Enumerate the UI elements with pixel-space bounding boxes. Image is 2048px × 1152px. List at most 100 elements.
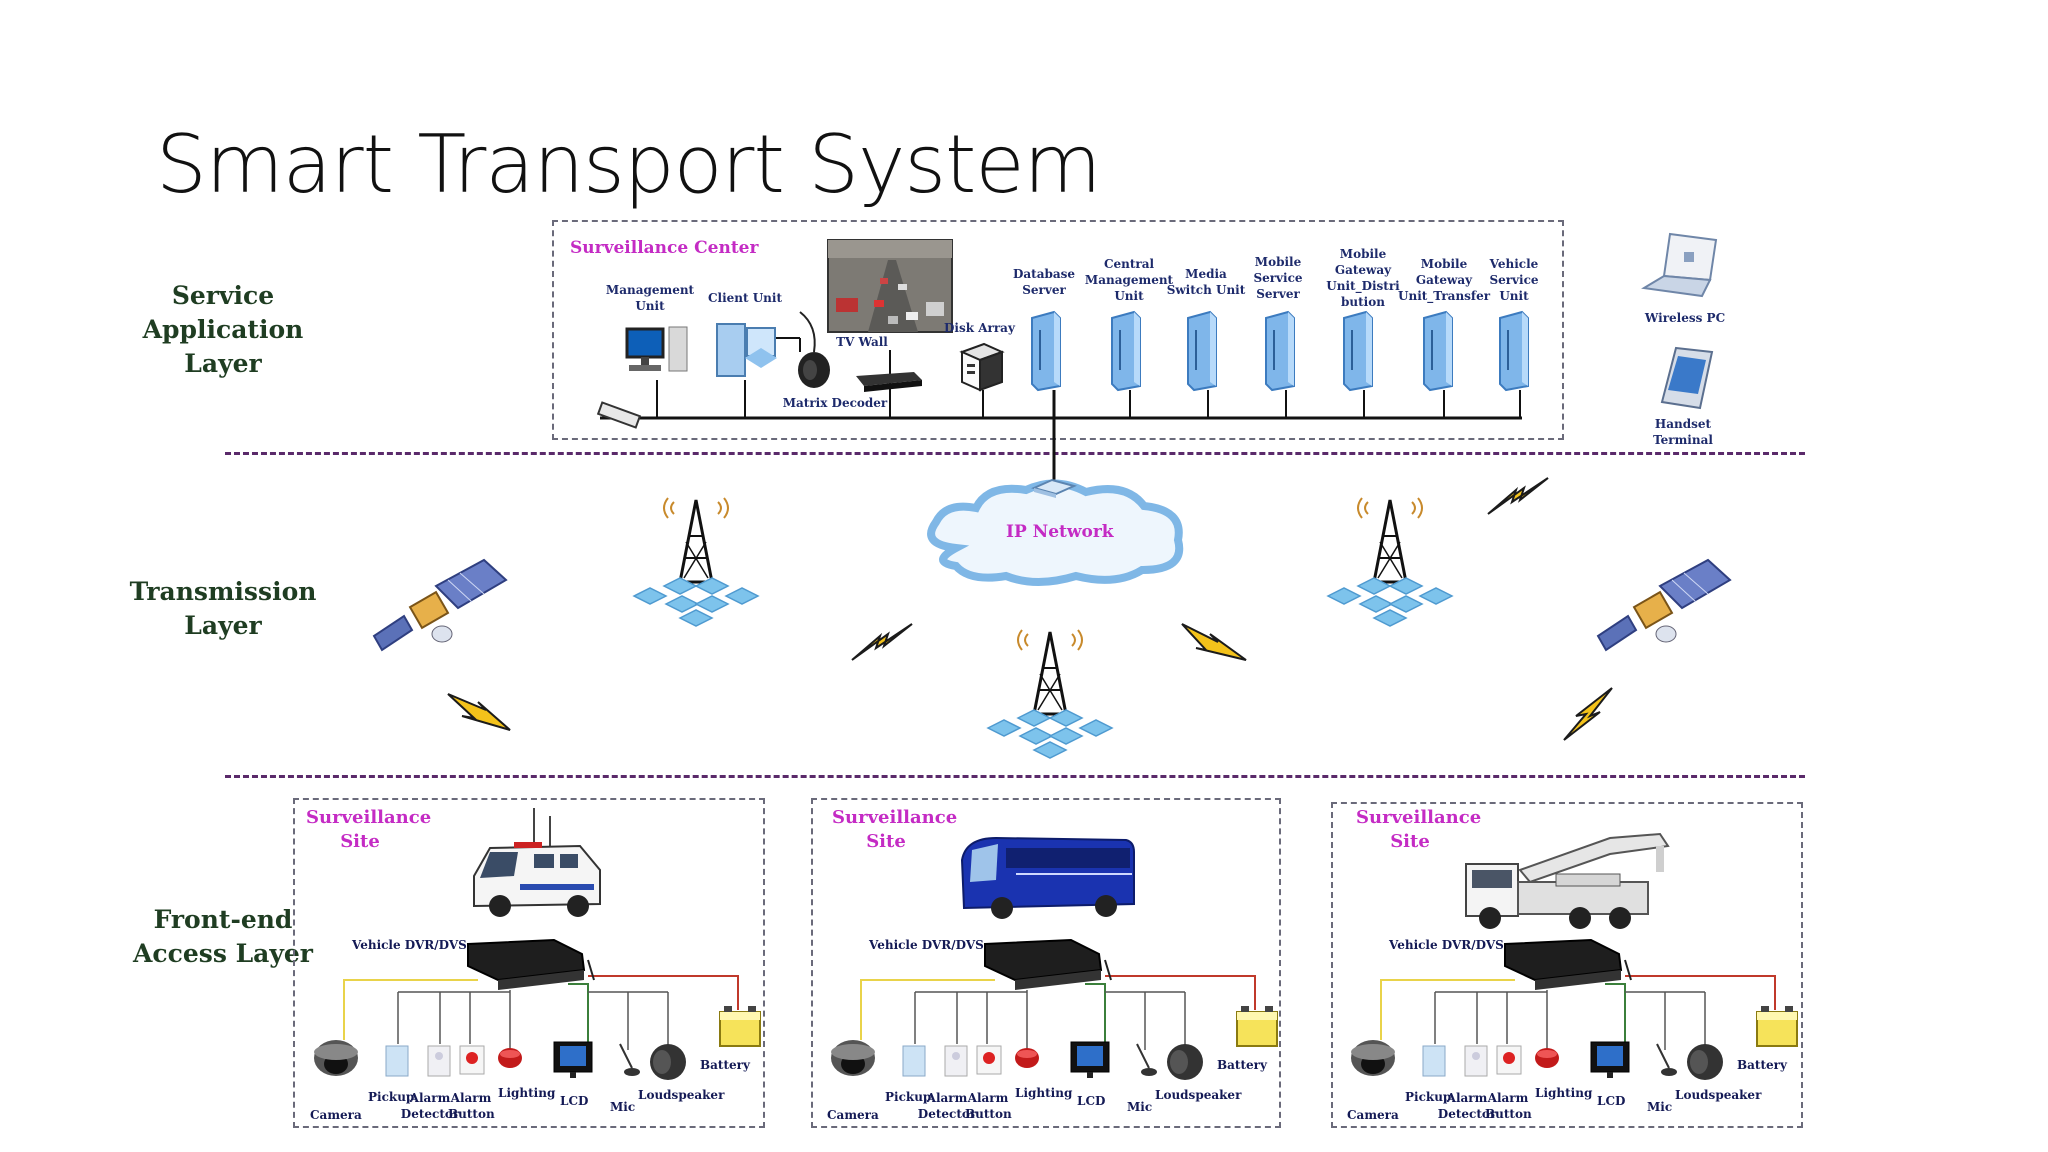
lcd-icon	[553, 1041, 593, 1078]
mic-icon	[1136, 1043, 1157, 1076]
loudspeaker-icon	[1167, 1044, 1203, 1080]
cell-tower-left	[632, 497, 760, 627]
battery-icon	[1756, 1006, 1798, 1047]
ip-network-cloud	[927, 479, 1184, 586]
lightning-icon	[1563, 687, 1613, 741]
handset-terminal-icon	[1660, 346, 1714, 410]
site-title-1: Surveillance Site	[306, 807, 432, 852]
loudspeaker-label: Loudspeaker	[1675, 1088, 1762, 1102]
transmission-layer-label: Transmission Layer	[129, 577, 317, 640]
client-unit-icon	[716, 323, 777, 377]
alarm-detector-label: Alarm Detector	[400, 1091, 460, 1121]
camera-label: Camera	[827, 1108, 879, 1122]
server-icon-3	[1187, 310, 1217, 392]
dvr-label: Vehicle DVR/DVS	[1389, 938, 1504, 952]
wireless-pc-label: Wireless PC	[1644, 311, 1726, 325]
lightning-icon	[1181, 623, 1247, 661]
lightning-icon	[447, 693, 511, 731]
lcd-label: LCD	[1597, 1094, 1626, 1108]
camera-icon	[1351, 1040, 1395, 1076]
wireless-pc-icon	[1641, 232, 1718, 298]
management-unit-label: Management Unit	[605, 283, 695, 313]
alarm-detector-icon	[427, 1045, 451, 1077]
handset-terminal-label: Handset Terminal	[1653, 417, 1713, 447]
alarm-button-icon	[459, 1045, 485, 1075]
client-unit-label: Client Unit	[707, 291, 783, 305]
site-wiring-1	[314, 938, 761, 1080]
cell-tower-right	[1326, 497, 1454, 627]
pickup-icon	[385, 1045, 409, 1077]
server-label-6: Mobile Gateway Unit_Transfer	[1398, 257, 1491, 303]
lighting-label: Lighting	[498, 1086, 556, 1100]
management-unit-icon	[625, 326, 688, 372]
alarm-button-icon	[976, 1045, 1002, 1075]
server-icon-2	[1111, 310, 1141, 392]
site-wiring-2	[831, 938, 1278, 1080]
site-title-3: Surveillance Site	[1356, 807, 1482, 852]
router-icon	[1031, 478, 1077, 498]
satellite-right	[1596, 558, 1732, 652]
surveillance-center-box	[552, 220, 1564, 440]
server-rack-icons	[1031, 310, 1529, 392]
lcd-icon	[1070, 1041, 1110, 1078]
matrix-decoder-icon	[856, 372, 922, 392]
server-icon-4	[1265, 310, 1295, 392]
tv-wall-label: TV Wall	[836, 335, 888, 349]
lighting-icon	[498, 1048, 522, 1068]
lighting-label: Lighting	[1535, 1086, 1593, 1100]
mic-label: Mic	[610, 1100, 636, 1114]
alarm-detector-label: Alarm Detector	[1437, 1091, 1497, 1121]
loudspeaker-label: Loudspeaker	[638, 1088, 725, 1102]
mic-icon	[619, 1043, 640, 1076]
lighting-icon	[1015, 1048, 1039, 1068]
alarm-detector-label: Alarm Detector	[917, 1091, 977, 1121]
divider-service-transmission	[225, 452, 1805, 455]
server-icon-1	[1031, 310, 1061, 392]
battery-label: Battery	[1737, 1058, 1787, 1072]
site-title-2: Surveillance Site	[832, 807, 958, 852]
service-layer-label: Service Application Layer	[142, 281, 304, 378]
ip-network-label: IP Network	[1006, 522, 1114, 542]
pickup-icon	[902, 1045, 926, 1077]
frontend-layer-label: Front-end Access Layer	[133, 905, 313, 968]
server-icon-5	[1343, 310, 1373, 392]
loudspeaker-label: Loudspeaker	[1155, 1088, 1242, 1102]
server-label-7: Vehicle Service Unit	[1489, 257, 1539, 303]
loudspeaker-icon	[1687, 1044, 1723, 1080]
lighting-icon	[1535, 1048, 1559, 1068]
surveillance-site-box-3	[1331, 802, 1803, 1128]
battery-icon	[719, 1006, 761, 1047]
pickup-label: Pickup	[1405, 1090, 1452, 1104]
bus-icon	[960, 836, 1135, 919]
matrix-decoder-label: Matrix Decoder	[782, 396, 888, 410]
battery-label: Battery	[1217, 1058, 1267, 1072]
alarm-button-label: Alarm Button	[965, 1091, 1012, 1121]
battery-label: Battery	[700, 1058, 750, 1072]
slide-title: Smart Transport System	[156, 118, 1102, 211]
camera-label: Camera	[1347, 1108, 1399, 1122]
cell-tower-center	[986, 629, 1114, 759]
server-label-2: Central Management Unit	[1084, 257, 1174, 303]
desk-speaker-icon	[798, 311, 830, 388]
server-label-3: Media Switch Unit	[1166, 267, 1246, 297]
surveillance-site-box-1	[293, 798, 765, 1128]
lcd-label: LCD	[560, 1094, 589, 1108]
lcd-label: LCD	[1077, 1094, 1106, 1108]
network-switch-icon	[596, 401, 642, 429]
alarm-detector-icon	[944, 1045, 968, 1077]
satellite-left	[372, 558, 508, 652]
tv-wall-image	[827, 239, 953, 333]
mic-icon	[1656, 1043, 1677, 1076]
site-wiring-3	[1351, 938, 1798, 1080]
disk-array-label: Disk Array	[944, 321, 1015, 335]
server-label-1: Database Server	[1012, 267, 1076, 297]
pickup-label: Pickup	[885, 1090, 932, 1104]
pickup-icon	[1422, 1045, 1446, 1077]
police-van-icon	[473, 808, 601, 917]
battery-icon	[1236, 1006, 1278, 1047]
mic-label: Mic	[1127, 1100, 1153, 1114]
dvr-label: Vehicle DVR/DVS	[352, 938, 467, 952]
mic-label: Mic	[1647, 1100, 1673, 1114]
loudspeaker-icon	[650, 1044, 686, 1080]
alarm-button-icon	[1496, 1045, 1522, 1075]
